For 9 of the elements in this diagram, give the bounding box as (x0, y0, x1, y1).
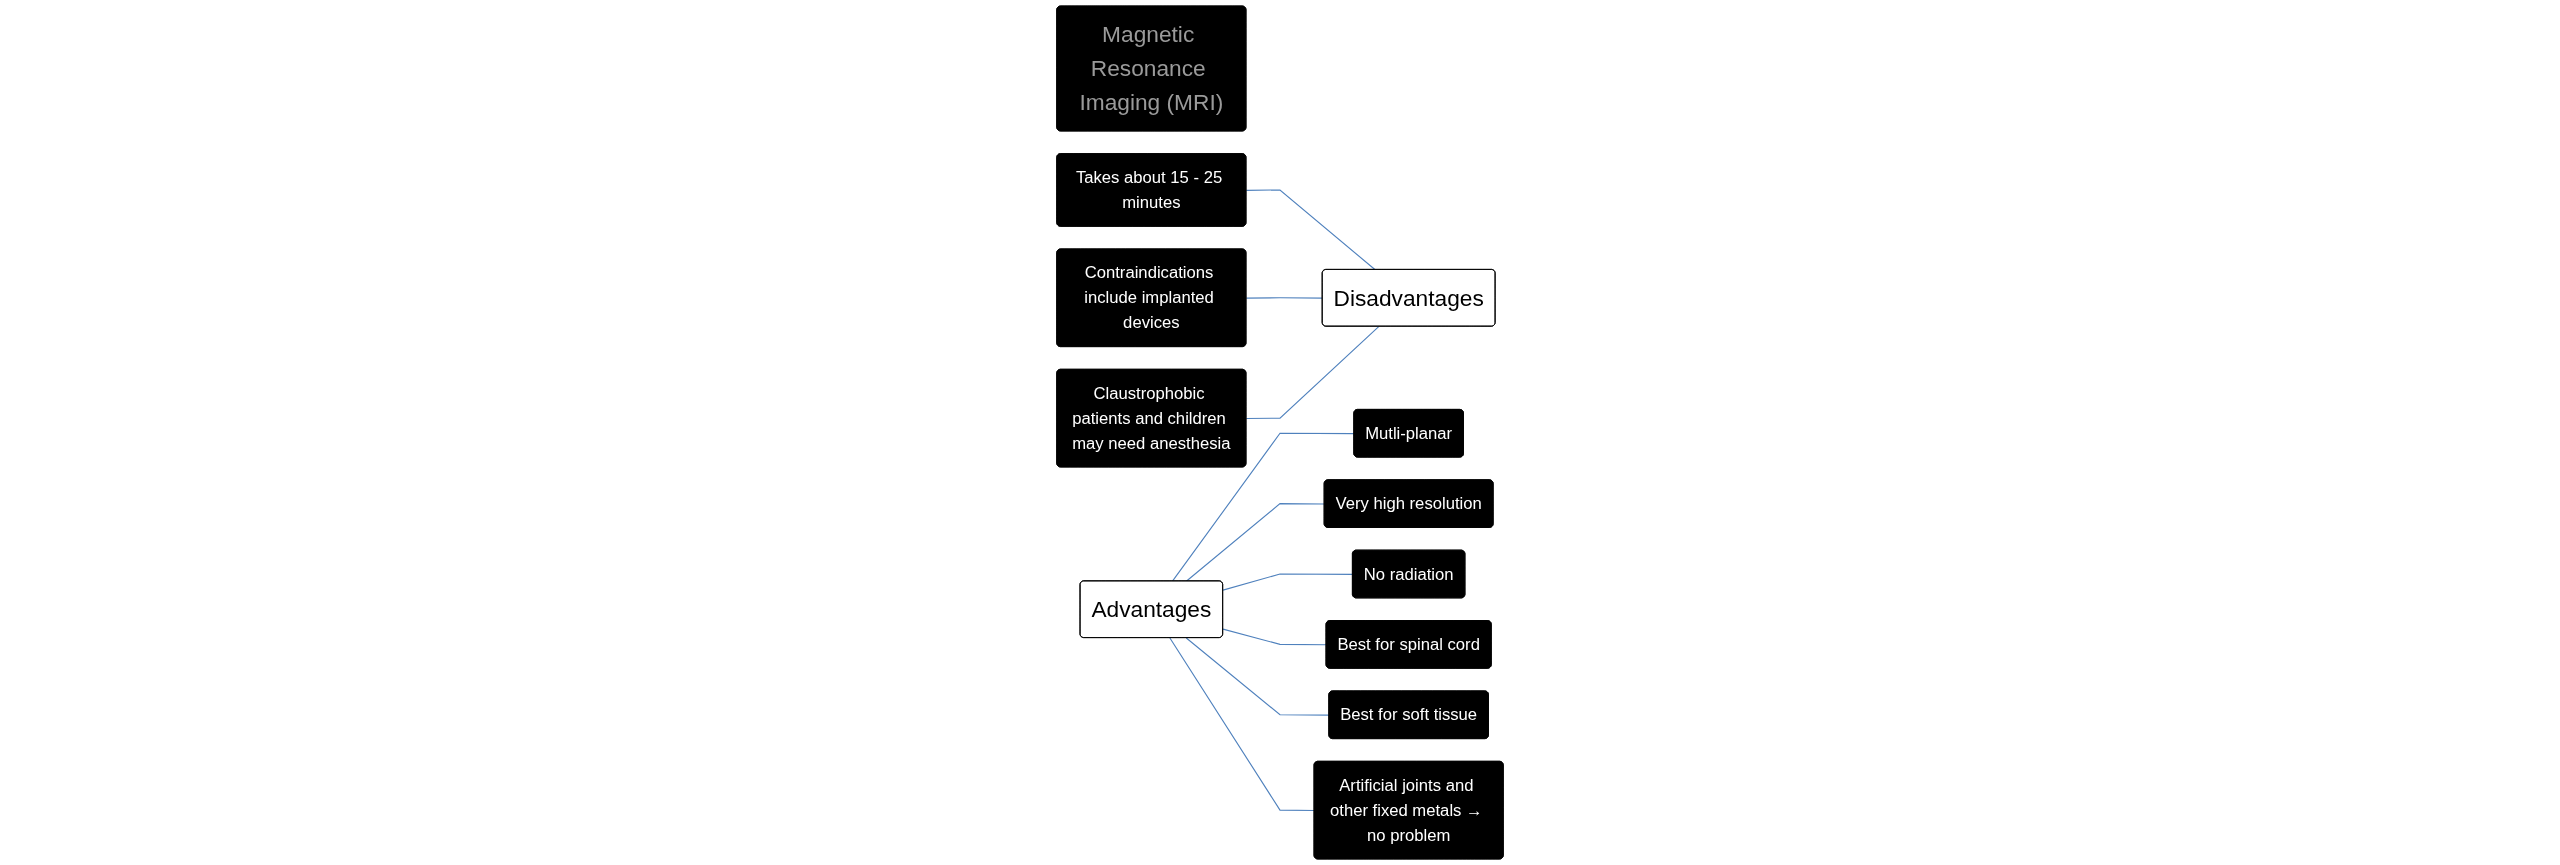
connector (1185, 637, 1330, 716)
connector (1171, 432, 1355, 582)
connector (1245, 326, 1380, 420)
connector (1169, 637, 1315, 812)
connector (1222, 628, 1327, 646)
connector (1245, 189, 1376, 271)
connector (1222, 573, 1354, 591)
connector (1185, 503, 1326, 582)
connector (1245, 297, 1324, 299)
